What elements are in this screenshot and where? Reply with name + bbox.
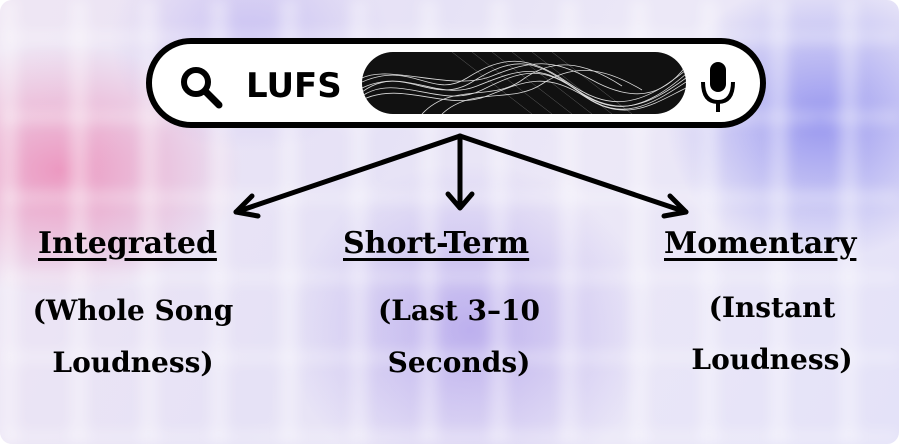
arrow-to-momentary	[457, 133, 689, 215]
short-term-heading: Short-Term	[343, 226, 530, 261]
waveform-image	[362, 52, 686, 114]
momentary-description-line2: Loudness)	[691, 343, 853, 376]
search-query: LUFS	[246, 66, 342, 106]
arrowhead-short-term	[445, 191, 475, 211]
momentary-description-line1: (Instant	[708, 291, 836, 324]
search-icon	[181, 67, 223, 109]
arrowhead-integrated	[233, 193, 261, 219]
integrated-heading: Integrated	[38, 226, 217, 261]
arrow-to-integrated	[233, 133, 463, 215]
short-term-description-line2: Seconds)	[387, 346, 531, 379]
arrowhead-momentary	[661, 193, 689, 219]
microphone-icon[interactable]	[698, 60, 738, 114]
short-term-description-line1: (Last 3–10	[378, 294, 540, 327]
integrated-description-line2: Loudness)	[52, 346, 214, 379]
momentary-heading: Momentary	[664, 226, 857, 261]
integrated-description-line1: (Whole Song	[32, 294, 234, 327]
